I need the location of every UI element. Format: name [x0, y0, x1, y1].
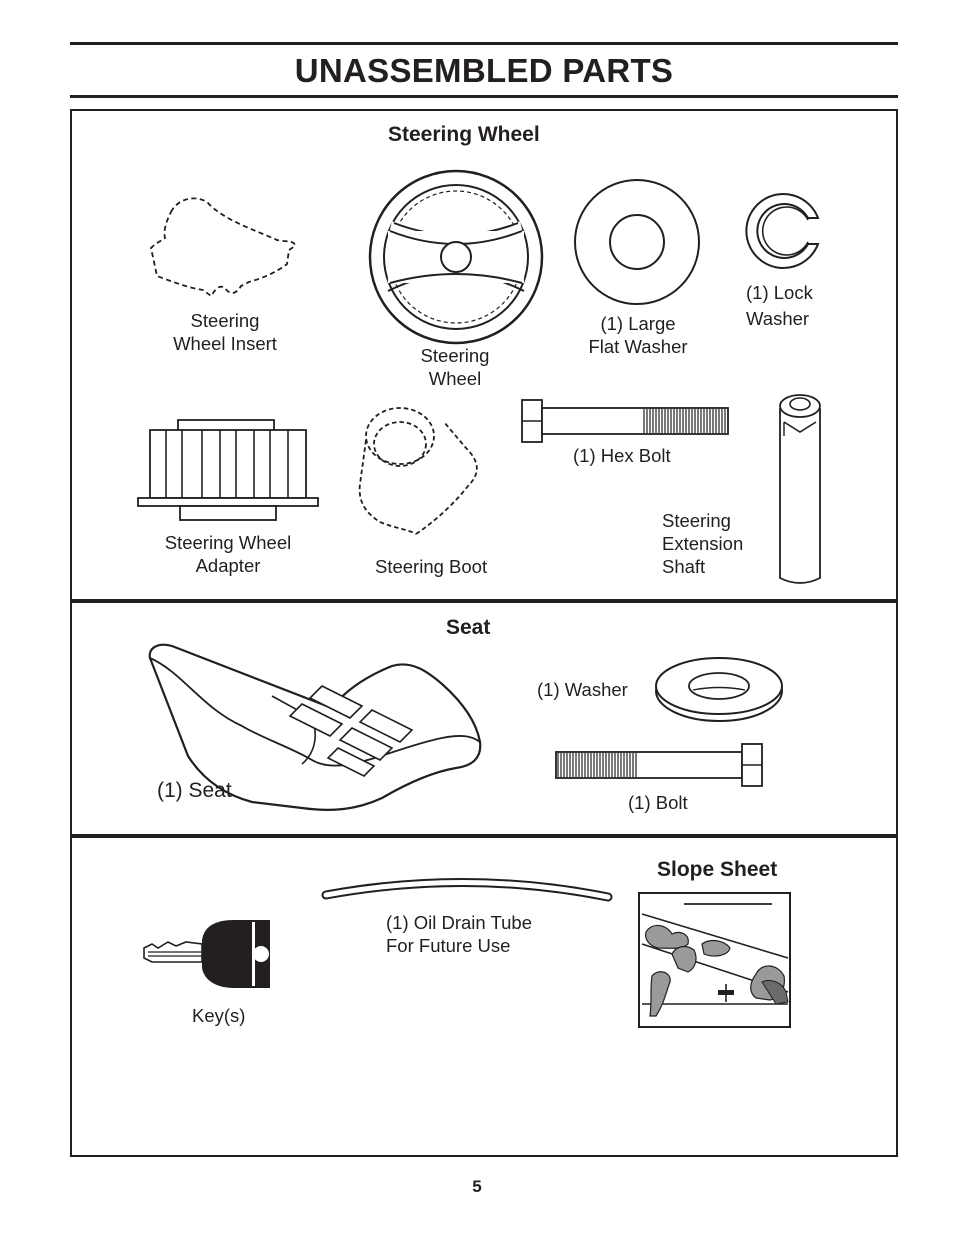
steering-extension-shaft-icon — [779, 394, 821, 584]
steering-wheel-heading: Steering Wheel — [388, 123, 540, 146]
steering-wheel-adapter-icon — [137, 419, 319, 521]
page-title: UNASSEMBLED PARTS — [294, 52, 674, 89]
part-label-lock-washer: (1) Lock Washer — [746, 282, 813, 329]
part-label-key: Key(s) — [192, 1005, 246, 1026]
seat-section — [70, 599, 898, 838]
part-label-large-flat-washer: (1) Large Flat Washer — [588, 313, 688, 357]
title-underline — [70, 95, 898, 98]
slope-sheet-icon — [638, 892, 791, 1028]
lock-washer-icon — [745, 193, 820, 269]
seat-heading: Seat — [446, 616, 491, 639]
part-label-oil-drain-tube: (1) Oil Drain Tube For Future Use — [386, 912, 532, 956]
washer-icon — [655, 657, 783, 722]
steering-wheel-icon — [368, 169, 544, 345]
steering-wheel-insert-icon — [150, 197, 296, 298]
part-label-bolt: (1) Bolt — [628, 792, 688, 813]
part-label-steering-wheel: Steering Wheel — [420, 345, 490, 389]
page-number: 5 — [472, 1177, 482, 1196]
part-label-steering-boot: Steering Boot — [375, 556, 488, 577]
steering-wheel-section — [70, 109, 898, 603]
oil-drain-tube-icon — [321, 877, 613, 902]
top-rule — [70, 42, 898, 45]
part-label-seat: (1) Seat — [157, 779, 232, 802]
part-label-steering-wheel-insert: Steering Wheel Insert — [173, 310, 277, 354]
slope-sheet-heading: Slope Sheet — [657, 858, 778, 881]
hex-bolt-icon — [521, 399, 729, 443]
key-icon — [143, 920, 270, 988]
misc-parts-section — [70, 834, 898, 1157]
steering-boot-icon — [358, 407, 478, 535]
large-flat-washer-icon — [574, 179, 700, 305]
part-label-steering-extension-shaft: Steering Extension Shaft — [662, 510, 744, 577]
bolt-icon — [555, 743, 763, 787]
part-label-steering-wheel-adapter: Steering Wheel Adapter — [164, 532, 292, 576]
part-label-hex-bolt: (1) Hex Bolt — [573, 445, 671, 466]
part-label-washer: (1) Washer — [537, 679, 628, 700]
seat-icon — [148, 643, 482, 811]
